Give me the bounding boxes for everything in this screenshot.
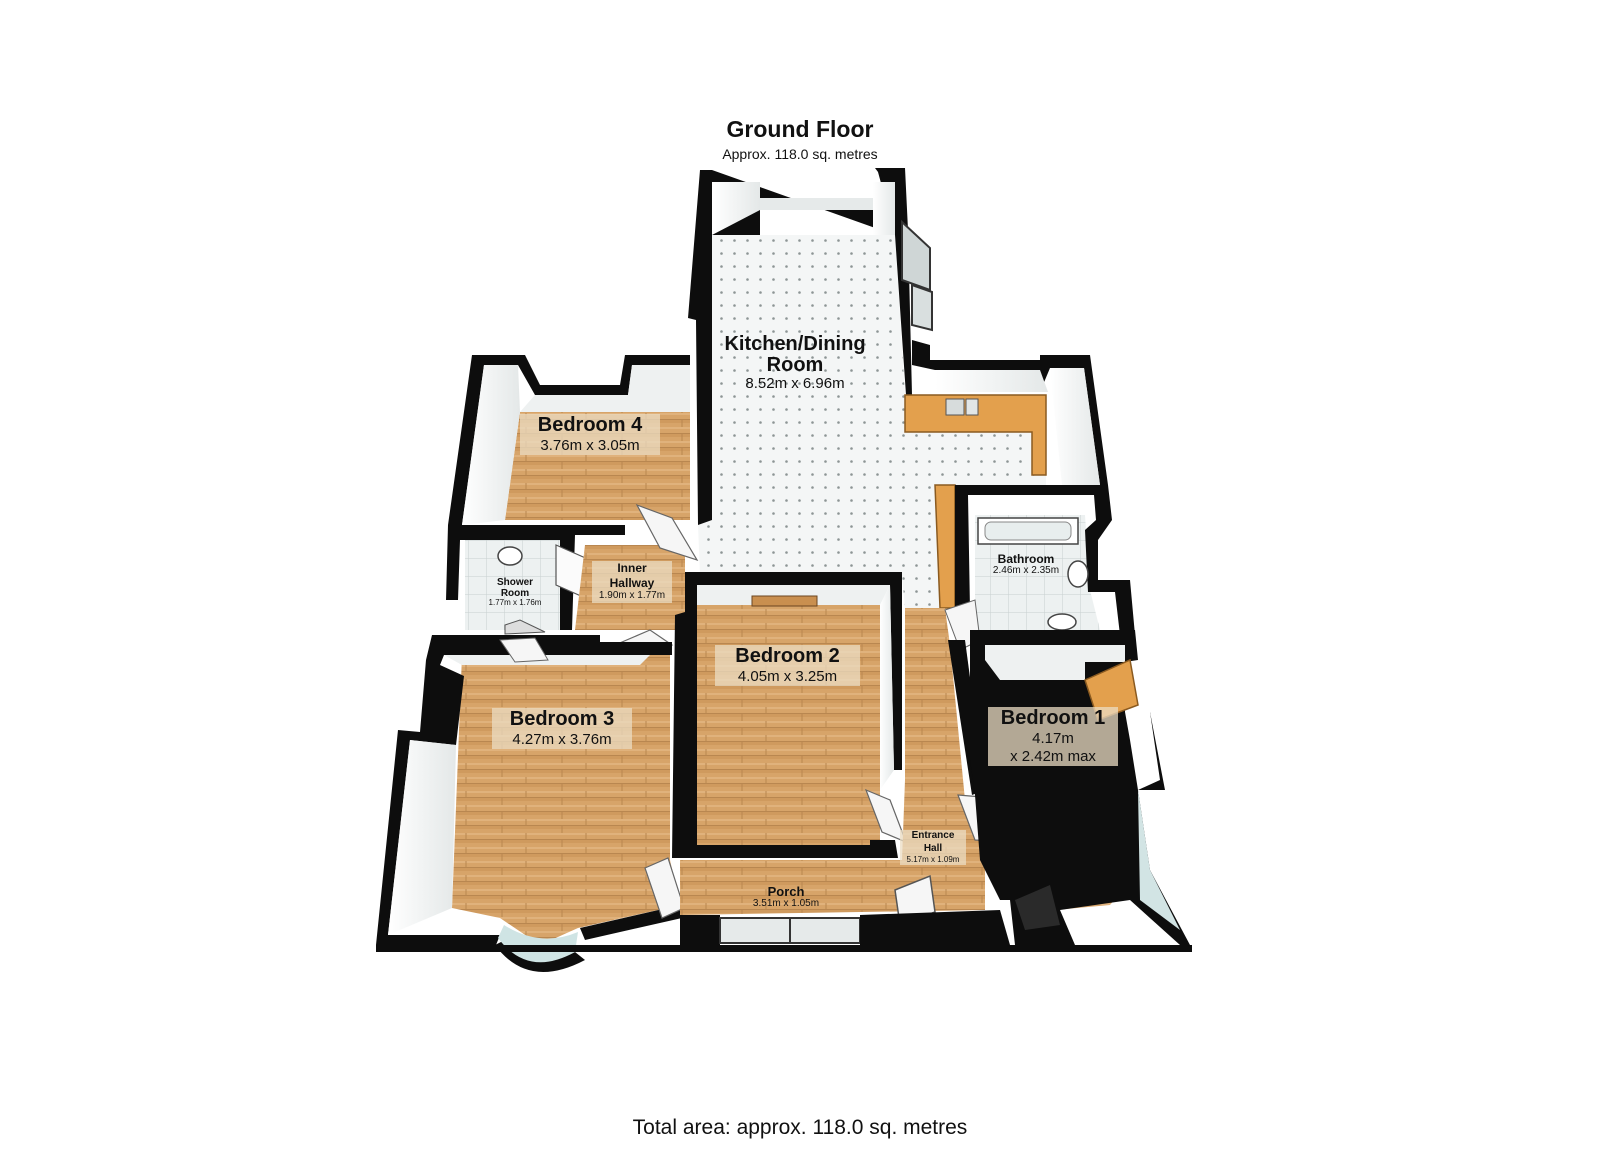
room-name: Bedroom 2 bbox=[715, 645, 860, 668]
bedroom-1 bbox=[970, 630, 1190, 945]
kitchen-dining-room bbox=[688, 168, 1108, 609]
room-dimensions: 5.17m x 1.09m bbox=[900, 855, 966, 866]
floor-area: Approx. 118.0 sq. metres bbox=[722, 146, 878, 162]
room-dimensions: 3.76m x 3.05m bbox=[520, 437, 660, 455]
room-name: Bathroom bbox=[997, 552, 1055, 566]
floor-title: Ground Floor bbox=[726, 116, 874, 142]
room-dimensions: 4.17m bbox=[988, 730, 1118, 748]
room-name: Hallway bbox=[592, 575, 672, 591]
room-dimensions: 8.52m x 6.96m bbox=[745, 375, 845, 392]
toilet-icon bbox=[1047, 613, 1077, 631]
room-label-bedroom-3: Bedroom 3 4.27m x 3.76m bbox=[492, 708, 632, 749]
room-name: Bedroom 4 bbox=[520, 414, 660, 437]
room-label-bedroom-4: Bedroom 4 3.76m x 3.05m bbox=[520, 414, 660, 455]
room-label-bathroom: Bathroom 2.46m x 2.35m bbox=[970, 553, 1082, 576]
bedroom-3 bbox=[376, 635, 685, 972]
room-name: Hall bbox=[900, 842, 966, 855]
room-name: Shower bbox=[496, 577, 534, 588]
kitchen-worktop bbox=[904, 394, 1047, 476]
room-name: Bedroom 1 bbox=[988, 707, 1118, 730]
sink-icon bbox=[945, 398, 965, 416]
room-dimensions: 3.51m x 1.05m bbox=[752, 897, 820, 909]
kitchen-window bbox=[901, 219, 931, 292]
room-name: Room bbox=[500, 587, 530, 599]
shower-room bbox=[446, 525, 625, 635]
room-dimensions: 4.27m x 3.76m bbox=[492, 731, 632, 749]
room-name: Entrance bbox=[900, 830, 966, 843]
room-label-entrance-hall: Entrance Hall 5.17m x 1.09m bbox=[900, 830, 966, 866]
room-name: Porch bbox=[767, 884, 805, 899]
room-label-kitchen: Kitchen/Dining Room 8.52m x 6.96m bbox=[700, 334, 890, 392]
room-label-bedroom-1: Bedroom 1 4.17m x 2.42m max bbox=[988, 707, 1118, 766]
bedroom-2 bbox=[672, 572, 908, 858]
bathroom bbox=[955, 485, 1135, 635]
room-dimensions: x 2.42m max bbox=[988, 747, 1118, 766]
room-dimensions: 2.46m x 2.35m bbox=[992, 564, 1060, 576]
porch bbox=[680, 860, 1010, 945]
room-name: Kitchen/Dining bbox=[724, 333, 866, 355]
room-dimensions: 1.77m x 1.76m bbox=[488, 598, 542, 607]
room-name: Inner bbox=[592, 561, 672, 576]
room-label-bedroom-2: Bedroom 2 4.05m x 3.25m bbox=[715, 645, 860, 686]
basin-icon bbox=[1067, 560, 1089, 588]
room-label-inner-hallway: Inner Hallway 1.90m x 1.77m bbox=[592, 561, 672, 603]
room-name: Room bbox=[766, 354, 824, 376]
room-dimensions: 1.90m x 1.77m bbox=[592, 590, 672, 603]
room-name: Bedroom 3 bbox=[492, 708, 632, 731]
room-label-porch: Porch 3.51m x 1.05m bbox=[736, 885, 836, 909]
room-dimensions: 4.05m x 3.25m bbox=[715, 668, 860, 686]
total-area: Total area: approx. 118.0 sq. metres bbox=[632, 1116, 968, 1139]
room-label-shower-room: Shower Room 1.77m x 1.76m bbox=[480, 577, 550, 607]
